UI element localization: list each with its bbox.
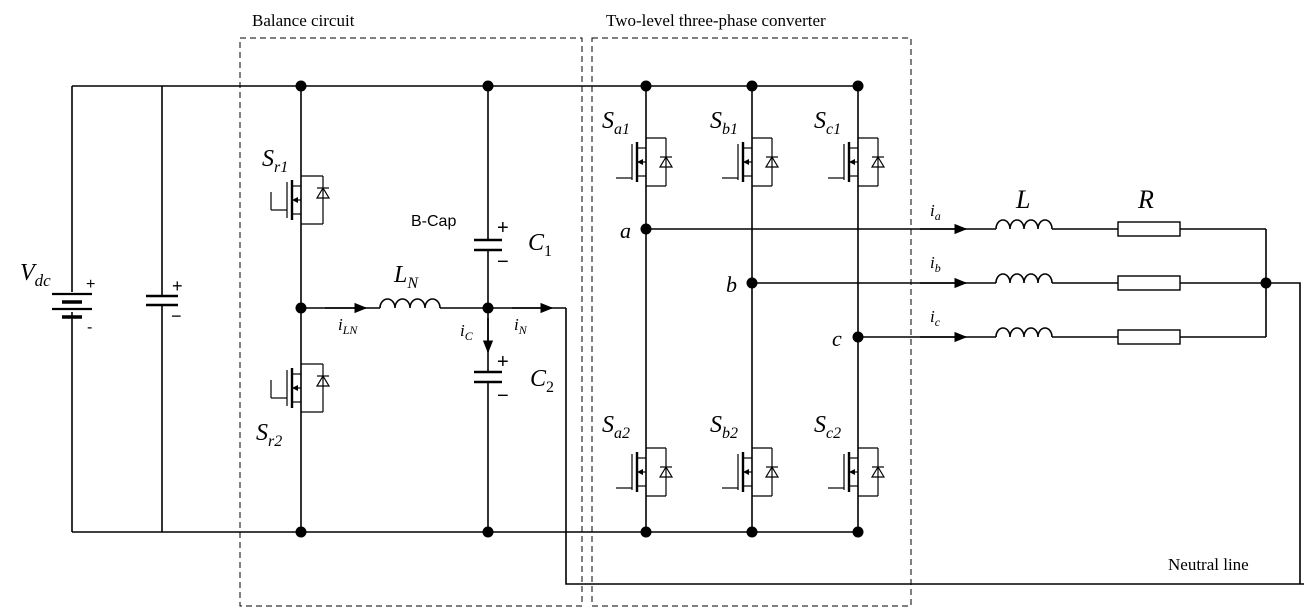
midpoint-wire	[301, 298, 566, 309]
svg-text:+: +	[497, 351, 509, 373]
node-c-label: c	[832, 326, 842, 351]
balance-circuit-box	[239, 37, 583, 607]
label-sc2: Sc2	[814, 412, 841, 442]
dc-source: + -	[52, 86, 95, 532]
svg-text:−: −	[171, 306, 182, 326]
svg-text:−: −	[497, 251, 509, 273]
neutral-line	[565, 308, 1304, 585]
svg-text:-: -	[87, 319, 92, 336]
switch-sa1	[616, 137, 674, 187]
capacitor-c2: + −	[474, 351, 509, 532]
label-sb2: Sb2	[710, 412, 738, 442]
label-ic: iC	[460, 321, 474, 343]
balance-circuit-title: Balance circuit	[252, 11, 355, 30]
switch-sr1	[270, 175, 331, 225]
label-sb1: Sb1	[710, 108, 738, 138]
switch-sr2	[270, 363, 331, 413]
label-ln: LN	[393, 262, 419, 292]
label-l: L	[1015, 185, 1030, 214]
capacitor-c1: + −	[474, 86, 509, 372]
label-ic-phase: ic	[930, 307, 941, 329]
label-sa2: Sa2	[602, 412, 630, 442]
switch-sb1	[722, 137, 780, 187]
switch-sc1	[828, 137, 886, 187]
junction-dots	[295, 80, 1272, 538]
node-a-label: a	[620, 218, 631, 243]
phase-a-line	[646, 219, 1266, 237]
neutral-line-label: Neutral line	[1168, 555, 1249, 574]
phase-c-line	[858, 327, 1266, 345]
label-sc1: Sc1	[814, 108, 841, 138]
svg-text:+: +	[497, 217, 509, 239]
switch-sc2	[828, 447, 886, 497]
label-c2: C2	[530, 366, 554, 396]
label-ia: ia	[930, 201, 941, 223]
svg-text:−: −	[497, 385, 509, 407]
phase-b-line	[752, 273, 1266, 291]
label-c1: C1	[528, 230, 552, 260]
label-sr2: Sr2	[256, 420, 282, 450]
converter-box	[591, 37, 912, 607]
label-bcap: B-Cap	[411, 213, 456, 230]
label-iln: iLN	[338, 315, 358, 337]
dc-link-capacitor: + −	[146, 86, 183, 532]
label-sa1: Sa1	[602, 108, 630, 138]
label-in: iN	[514, 315, 528, 337]
svg-text:+: +	[86, 276, 95, 293]
converter-title: Two-level three-phase converter	[606, 11, 826, 30]
label-r: R	[1137, 185, 1154, 214]
node-b-label: b	[726, 272, 737, 297]
switch-sb2	[722, 447, 780, 497]
label-ib: ib	[930, 253, 941, 275]
vdc-label: Vdc	[20, 260, 51, 290]
svg-text:+: +	[172, 276, 183, 296]
label-sr1: Sr1	[262, 146, 288, 176]
switch-sa2	[616, 447, 674, 497]
